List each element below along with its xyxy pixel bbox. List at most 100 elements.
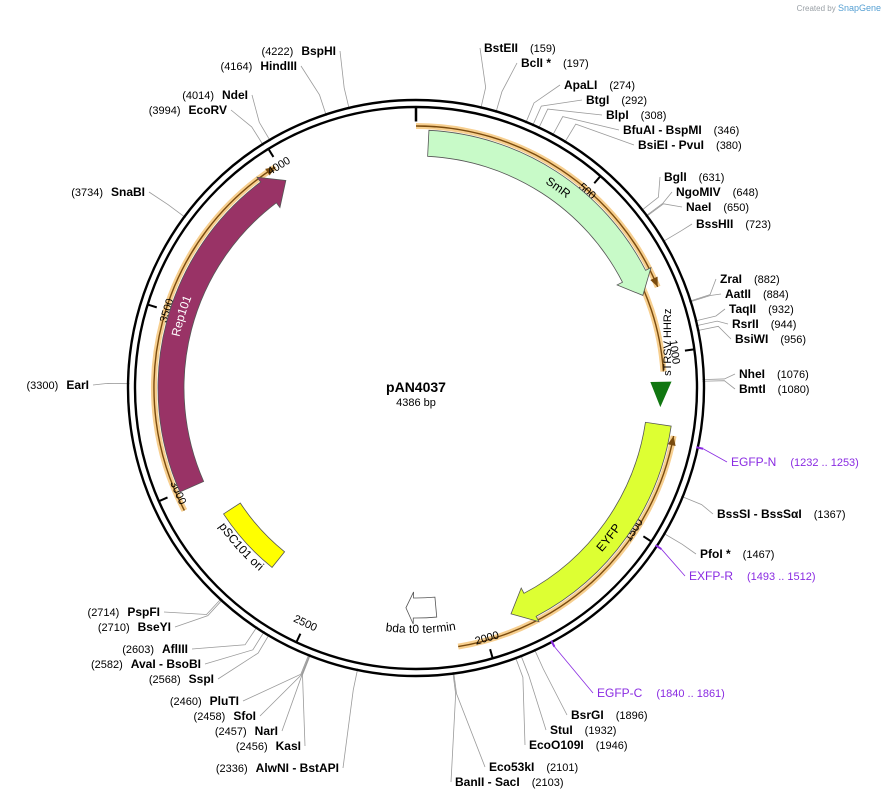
site-line-ecorv [230,109,264,146]
site-position: (197) [563,58,589,70]
site-alwni-bstapi: (2336)AlwNI - BstAPI [216,761,339,775]
site-bsiei-pvui: BsiEI - PvuI (380) [638,138,742,152]
site-line-naei [645,203,683,218]
enzyme-name: BseYI [138,620,171,634]
site-position: (1896) [616,710,648,722]
site-position: (648) [733,187,759,199]
primer-mark-exfp-r [654,544,662,550]
site-naei: NaeI(650) [686,200,749,214]
site-leader-lines [92,47,736,783]
site-aatii: AatII(884) [725,287,789,301]
enzyme-name: NgoMIV [676,185,721,199]
enzyme-name: BsiEI - PvuI [638,138,704,152]
site-ndei: (4014)NdeI [182,88,248,102]
orf-arrowhead-1 [650,276,658,287]
site-line-bfuai-bspmi [551,116,620,137]
primer-mark-egfp-n [696,446,704,450]
site-position: (380) [716,140,742,152]
site-position: (2568) [149,674,181,686]
tick-label-4000: 4000 [266,155,293,178]
site-line-hindiii [300,65,327,116]
enzyme-name: PluTI [210,694,239,708]
site-position: (159) [530,43,556,55]
site-ngomiv: NgoMIV (648) [676,185,758,199]
site-snabi: (3734)SnaBI [71,185,145,199]
site-line-bsiei-pvui [564,123,635,146]
primer-egfp-n: EGFP-N (1232 .. 1253) [731,455,859,469]
site-line-bsrgi [533,648,568,716]
site-position: (3994) [149,105,181,117]
site-bfuai-bspmi: BfuAI - BspMI(346) [623,123,739,137]
site-position: (1076) [777,369,809,381]
tick-500 [593,175,601,184]
enzyme-name: AvaI - BsoBI [131,657,201,671]
site-position: (2458) [194,711,226,723]
enzyme-name: AflIII [162,642,188,656]
site-position: (2603) [122,644,154,656]
site-kasi: (2456)KasI [236,739,301,753]
site-blpi: BlpI (308) [606,108,666,122]
site-position: (650) [723,202,749,214]
site-position: (274) [609,80,635,92]
primer-line-egfp-c [554,646,594,694]
site-position: (884) [763,289,789,301]
enzyme-name: AlwNI - BstAPI [256,761,339,775]
enzyme-name: BsiWI [735,332,768,346]
enzyme-name: BlpI [606,108,629,122]
site-position: (2103) [532,777,564,789]
site-line-snabi [148,191,186,218]
site-position: (1932) [585,725,617,737]
tick-label-1000: 1000 [666,339,681,365]
primer-name: EXFP-R [689,569,733,583]
site-bgli: BglI(631) [664,170,724,184]
site-line-apali [525,84,561,124]
feature-lambda-t0-terminator [405,591,438,625]
primer-range: (1232 .. 1253) [790,457,859,469]
site-rsrii: RsrII(944) [732,317,796,331]
site-line-eco53ki [453,671,486,768]
backbone-outer-ring [126,98,706,678]
site-pspfi: (2714)PspFI [88,605,160,619]
site-hindiii: (4164)HindIII [221,59,297,73]
site-position: (2457) [215,726,247,738]
site-bsphi: (4222)BspHI [262,44,336,58]
site-line-ngomiv [645,191,673,217]
enzyme-name: BspHI [301,44,336,58]
site-line-bcli [495,62,518,113]
site-eco53ki: Eco53kI(2101) [489,760,578,774]
map-center: pAN4037 4386 bp [386,379,446,409]
site-position: (2714) [88,607,120,619]
site-ecorv: (3994)EcoRV [149,103,227,117]
site-line-bsiwi [696,325,732,340]
snapgene-logo: SnapGene [837,3,881,13]
site-position: (723) [745,219,771,231]
tick-2500 [295,633,302,643]
site-line-ndei [251,94,271,142]
site-line-bsphi [339,50,350,110]
primer-name: EGFP-N [731,455,776,469]
enzyme-name: Eco53kI [489,760,534,774]
plasmid-size: 4386 bp [396,397,436,409]
site-sspi: (2568)SspI [149,672,214,686]
site-bseyi: (2710)BseYI [98,620,171,634]
site-line-pspfi [163,598,222,615]
primer-line-exfp-r [661,548,686,577]
site-line-bsteii [479,47,487,109]
site-bsssi-bsss-i: BssSI - BssSαI(1367) [717,507,846,521]
site-line-afliii [191,626,258,650]
site-line-ecoo109i [514,656,526,746]
site-stui: StuI(1932) [550,723,616,737]
site-line-sspi [217,633,270,680]
site-nari: (2457)NarI [215,724,278,738]
site-eari: (3300)EarI [27,378,89,392]
site-labels: BstEII(159)BclI *(197)ApaLI(274)BtgI(292… [27,41,846,789]
site-position: (308) [641,110,667,122]
site-line-eari [92,382,130,386]
feature-strsv-hhrz [650,381,672,408]
site-position: (4164) [221,61,253,73]
site-position: (631) [699,172,725,184]
site-position: (2460) [170,696,202,708]
orf-line-1 [415,125,659,288]
site-line-avai-bsobi [204,630,265,665]
site-position: (1080) [778,384,810,396]
